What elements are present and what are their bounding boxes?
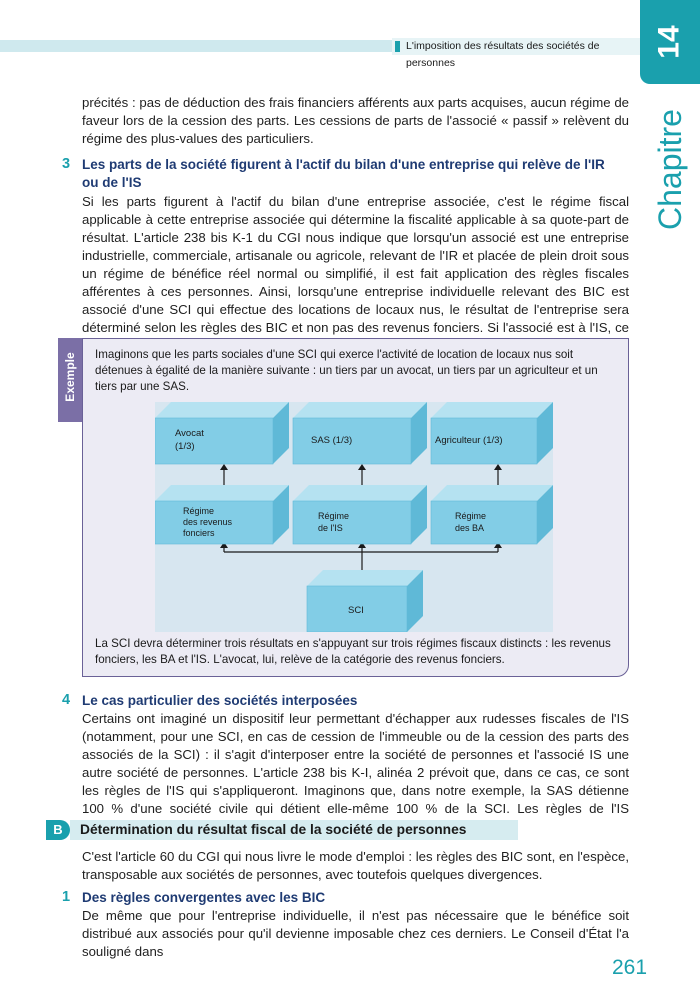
section-1-title: Des règles convergentes avec les BIC [82, 890, 326, 905]
svg-text:Régime: Régime [183, 506, 214, 516]
svg-text:Régime: Régime [318, 511, 349, 521]
svg-text:(1/3): (1/3) [175, 441, 195, 452]
sci-box: SCI [306, 570, 423, 632]
section-3-title: Les parts de la société figurent à l'act… [82, 157, 605, 190]
svg-text:des BA: des BA [455, 523, 484, 533]
section-3-body: Si les parts figurent à l'actif du bilan… [82, 194, 629, 353]
section-3-number: 3 [62, 156, 71, 172]
example-tab: Exemple [58, 338, 82, 422]
section-4-body: Certains ont imaginé un dispositif leur … [82, 711, 629, 834]
svg-text:Régime: Régime [455, 511, 486, 521]
svg-text:fonciers: fonciers [183, 528, 215, 538]
section-4-number: 4 [62, 692, 71, 708]
running-title: L'imposition des résultats des sociétés … [392, 38, 640, 69]
running-title-text: L'imposition des résultats des sociétés … [406, 40, 600, 69]
owner-box-sas: SAS (1/3) [292, 402, 427, 465]
svg-text:SAS (1/3): SAS (1/3) [311, 435, 352, 446]
owner-box-agriculteur: Agriculteur (1/3) [430, 402, 553, 465]
chapter-label: Chapitre [651, 108, 688, 230]
regime-box-ba: Régime des BA [430, 485, 553, 545]
example-intro: Imaginons que les parts sociales d'une S… [95, 348, 598, 393]
section-b-title: Détermination du résultat fiscal de la s… [80, 822, 467, 837]
svg-text:des revenus: des revenus [183, 517, 233, 527]
regime-box-revenus-fonciers: Régime des revenus fonciers [155, 485, 289, 545]
page-number: 261 [612, 956, 648, 979]
section-1-number: 1 [62, 889, 71, 905]
owner-box-avocat: Avocat (1/3) [155, 402, 289, 465]
regime-box-is: Régime de l'IS [292, 485, 427, 545]
ownership-diagram: Avocat (1/3) SAS (1/3) Agriculteur (1/3)… [155, 402, 553, 632]
section-4-title: Le cas particulier des sociétés interpos… [82, 693, 358, 708]
section-1-body: De même que pour l'entreprise individuel… [82, 908, 629, 959]
section-b-badge: B [46, 820, 70, 840]
section-b-band [70, 820, 518, 840]
example-conclusion: La SCI devra déterminer trois résultats … [95, 637, 611, 666]
chapter-number: 14 [653, 25, 686, 59]
chapter-tab [640, 0, 700, 84]
svg-text:Avocat: Avocat [175, 428, 204, 439]
section-b-body: C'est l'article 60 du CGI qui nous livre… [82, 849, 629, 882]
running-title-marker [395, 41, 400, 52]
svg-text:Agriculteur (1/3): Agriculteur (1/3) [435, 435, 503, 446]
svg-text:SCI: SCI [348, 605, 364, 616]
svg-text:de l'IS: de l'IS [318, 523, 343, 533]
intro-paragraph: précités : pas de déduction des frais fi… [82, 95, 629, 146]
